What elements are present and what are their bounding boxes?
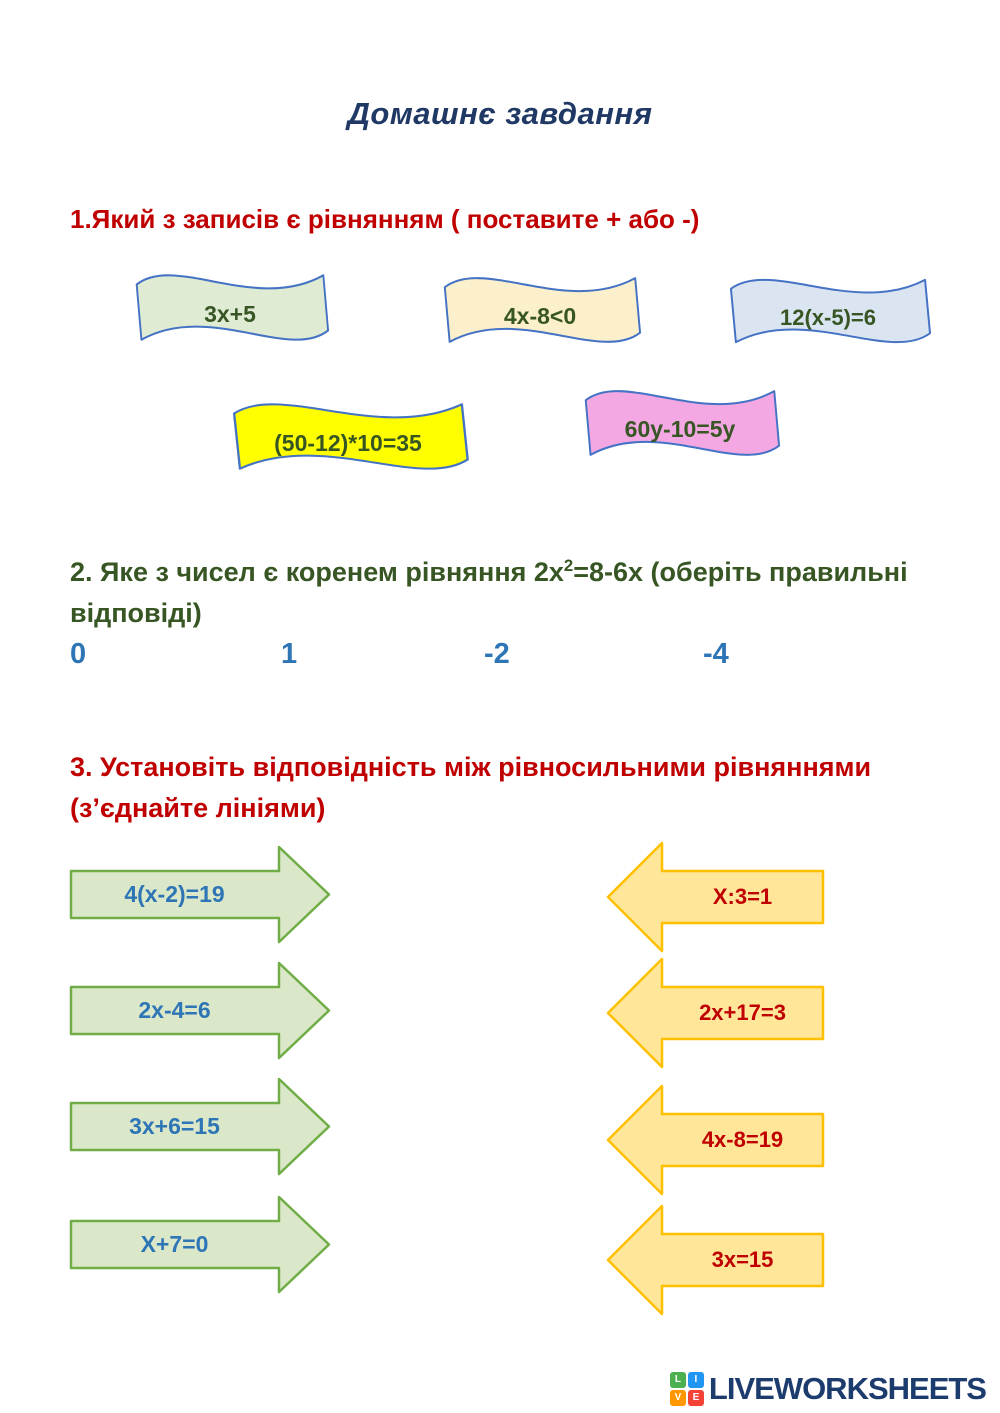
banner-4x-minus-8[interactable]: 4x-8<0 bbox=[438, 265, 642, 356]
task3-prompt-line2: (з’єднайте лініями) bbox=[70, 793, 326, 823]
banner-3x-plus-5[interactable]: 3x+5 bbox=[130, 262, 330, 354]
left-pointing-arrow-shape bbox=[606, 957, 825, 1069]
arrow-label: 4(x-2)=19 bbox=[124, 881, 225, 907]
left-arrow-4x-2[interactable]: 4(x-2)=19 bbox=[69, 845, 331, 944]
left-arrow-3x-6[interactable]: 3x+6=15 bbox=[69, 1077, 331, 1176]
page-title: Домашнє завдання bbox=[347, 96, 653, 131]
liveworksheets-logo-icon: L I V E bbox=[669, 1372, 704, 1406]
right-arrow-x-3-1[interactable]: X:3=1 bbox=[606, 841, 825, 953]
banner-label: 60y-10=5y bbox=[624, 416, 736, 442]
arrow-path bbox=[69, 961, 331, 1060]
liveworksheets-brand-link[interactable]: L I V E LIVEWORKSHEETS bbox=[669, 1371, 987, 1407]
arrow-label: 2x+17=3 bbox=[699, 1000, 786, 1025]
task3-prompt-line1: 3. Установіть відповідність між рівносил… bbox=[70, 752, 872, 782]
left-pointing-arrow-shape bbox=[606, 841, 825, 953]
left-arrow-2x-4[interactable]: 2x-4=6 bbox=[69, 961, 331, 1060]
task3-prompt: 3. Установіть відповідність між рівносил… bbox=[70, 747, 871, 829]
task2-option-minus-2[interactable]: -2 bbox=[484, 638, 510, 670]
wave-path bbox=[584, 390, 781, 456]
banner-label: 3x+5 bbox=[204, 300, 256, 327]
right-arrow-4x-8[interactable]: 4x-8=19 bbox=[606, 1084, 825, 1196]
left-pointing-arrow-shape bbox=[606, 1204, 825, 1316]
banner-label: (50-12)*10=35 bbox=[274, 429, 422, 456]
arrow-path bbox=[69, 1077, 331, 1176]
arrow-path bbox=[606, 1204, 825, 1316]
arrow-path bbox=[606, 957, 825, 1069]
right-pointing-arrow-shape bbox=[69, 1195, 331, 1294]
banner-60y[interactable]: 60y-10=5y bbox=[579, 378, 781, 469]
brand-wordmark: LIVEWORKSHEETS bbox=[708, 1371, 987, 1406]
task2-prompt-line1: 2. Яке з чисел є коренем рівняння 2х2=8-… bbox=[70, 556, 908, 587]
left-pointing-arrow-shape bbox=[606, 1084, 825, 1196]
wave-shape bbox=[443, 277, 642, 343]
arrow-path bbox=[69, 845, 331, 944]
banner-12x-5[interactable]: 12(x-5)=6 bbox=[724, 267, 932, 356]
wave-path bbox=[232, 403, 469, 470]
task2-text-before-sup: 2. Яке з чисел є коренем рівняння 2х bbox=[70, 557, 564, 587]
right-arrow-2x-17[interactable]: 2x+17=3 bbox=[606, 957, 825, 1069]
task2-prompt-line2: відповіді) bbox=[70, 598, 202, 628]
banner-label: 4x-8<0 bbox=[503, 303, 577, 329]
banner-50-12[interactable]: (50-12)*10=35 bbox=[226, 391, 470, 483]
arrow-label: X:3=1 bbox=[712, 884, 773, 909]
right-pointing-arrow-shape bbox=[69, 845, 331, 944]
banner-label: 12(x-5)=6 bbox=[779, 304, 876, 330]
task2-option-1[interactable]: 1 bbox=[281, 638, 298, 670]
wave-shape bbox=[135, 274, 330, 341]
arrow-label: 3x=15 bbox=[711, 1247, 774, 1272]
arrow-path bbox=[606, 1084, 825, 1196]
arrow-label: 4x-8=19 bbox=[701, 1127, 784, 1152]
logo-letter-l: L bbox=[669, 1372, 686, 1388]
logo-letter-v: V bbox=[669, 1390, 686, 1406]
wave-path bbox=[135, 274, 330, 341]
task1-prompt: 1.Який з записів є рівнянням ( поставите… bbox=[70, 204, 700, 234]
right-pointing-arrow-shape bbox=[69, 1077, 331, 1176]
arrow-label: 3x+6=15 bbox=[129, 1113, 220, 1139]
wave-path bbox=[729, 278, 932, 344]
arrow-label: X+7=0 bbox=[140, 1231, 209, 1257]
arrow-path bbox=[606, 841, 825, 953]
task2-option-0[interactable]: 0 bbox=[70, 638, 87, 670]
task2-text-after-sup: =8-6х (оберіть правильні bbox=[573, 557, 908, 587]
right-arrow-3x-15[interactable]: 3x=15 bbox=[606, 1204, 825, 1316]
wave-path bbox=[443, 277, 642, 343]
task2-exponent: 2 bbox=[563, 556, 574, 575]
left-arrow-x-7[interactable]: X+7=0 bbox=[69, 1195, 331, 1294]
wave-shape bbox=[729, 278, 932, 344]
logo-letter-e: E bbox=[687, 1390, 704, 1406]
right-pointing-arrow-shape bbox=[69, 961, 331, 1060]
wave-shape bbox=[584, 390, 781, 456]
task2-option-minus-4[interactable]: -4 bbox=[703, 638, 729, 670]
arrow-label: 2x-4=6 bbox=[138, 997, 211, 1023]
task2-prompt: 2. Яке з чисел є коренем рівняння 2х2=8-… bbox=[70, 545, 908, 634]
wave-shape bbox=[232, 403, 469, 470]
logo-letter-i: I bbox=[687, 1372, 704, 1388]
arrow-path bbox=[69, 1195, 331, 1294]
